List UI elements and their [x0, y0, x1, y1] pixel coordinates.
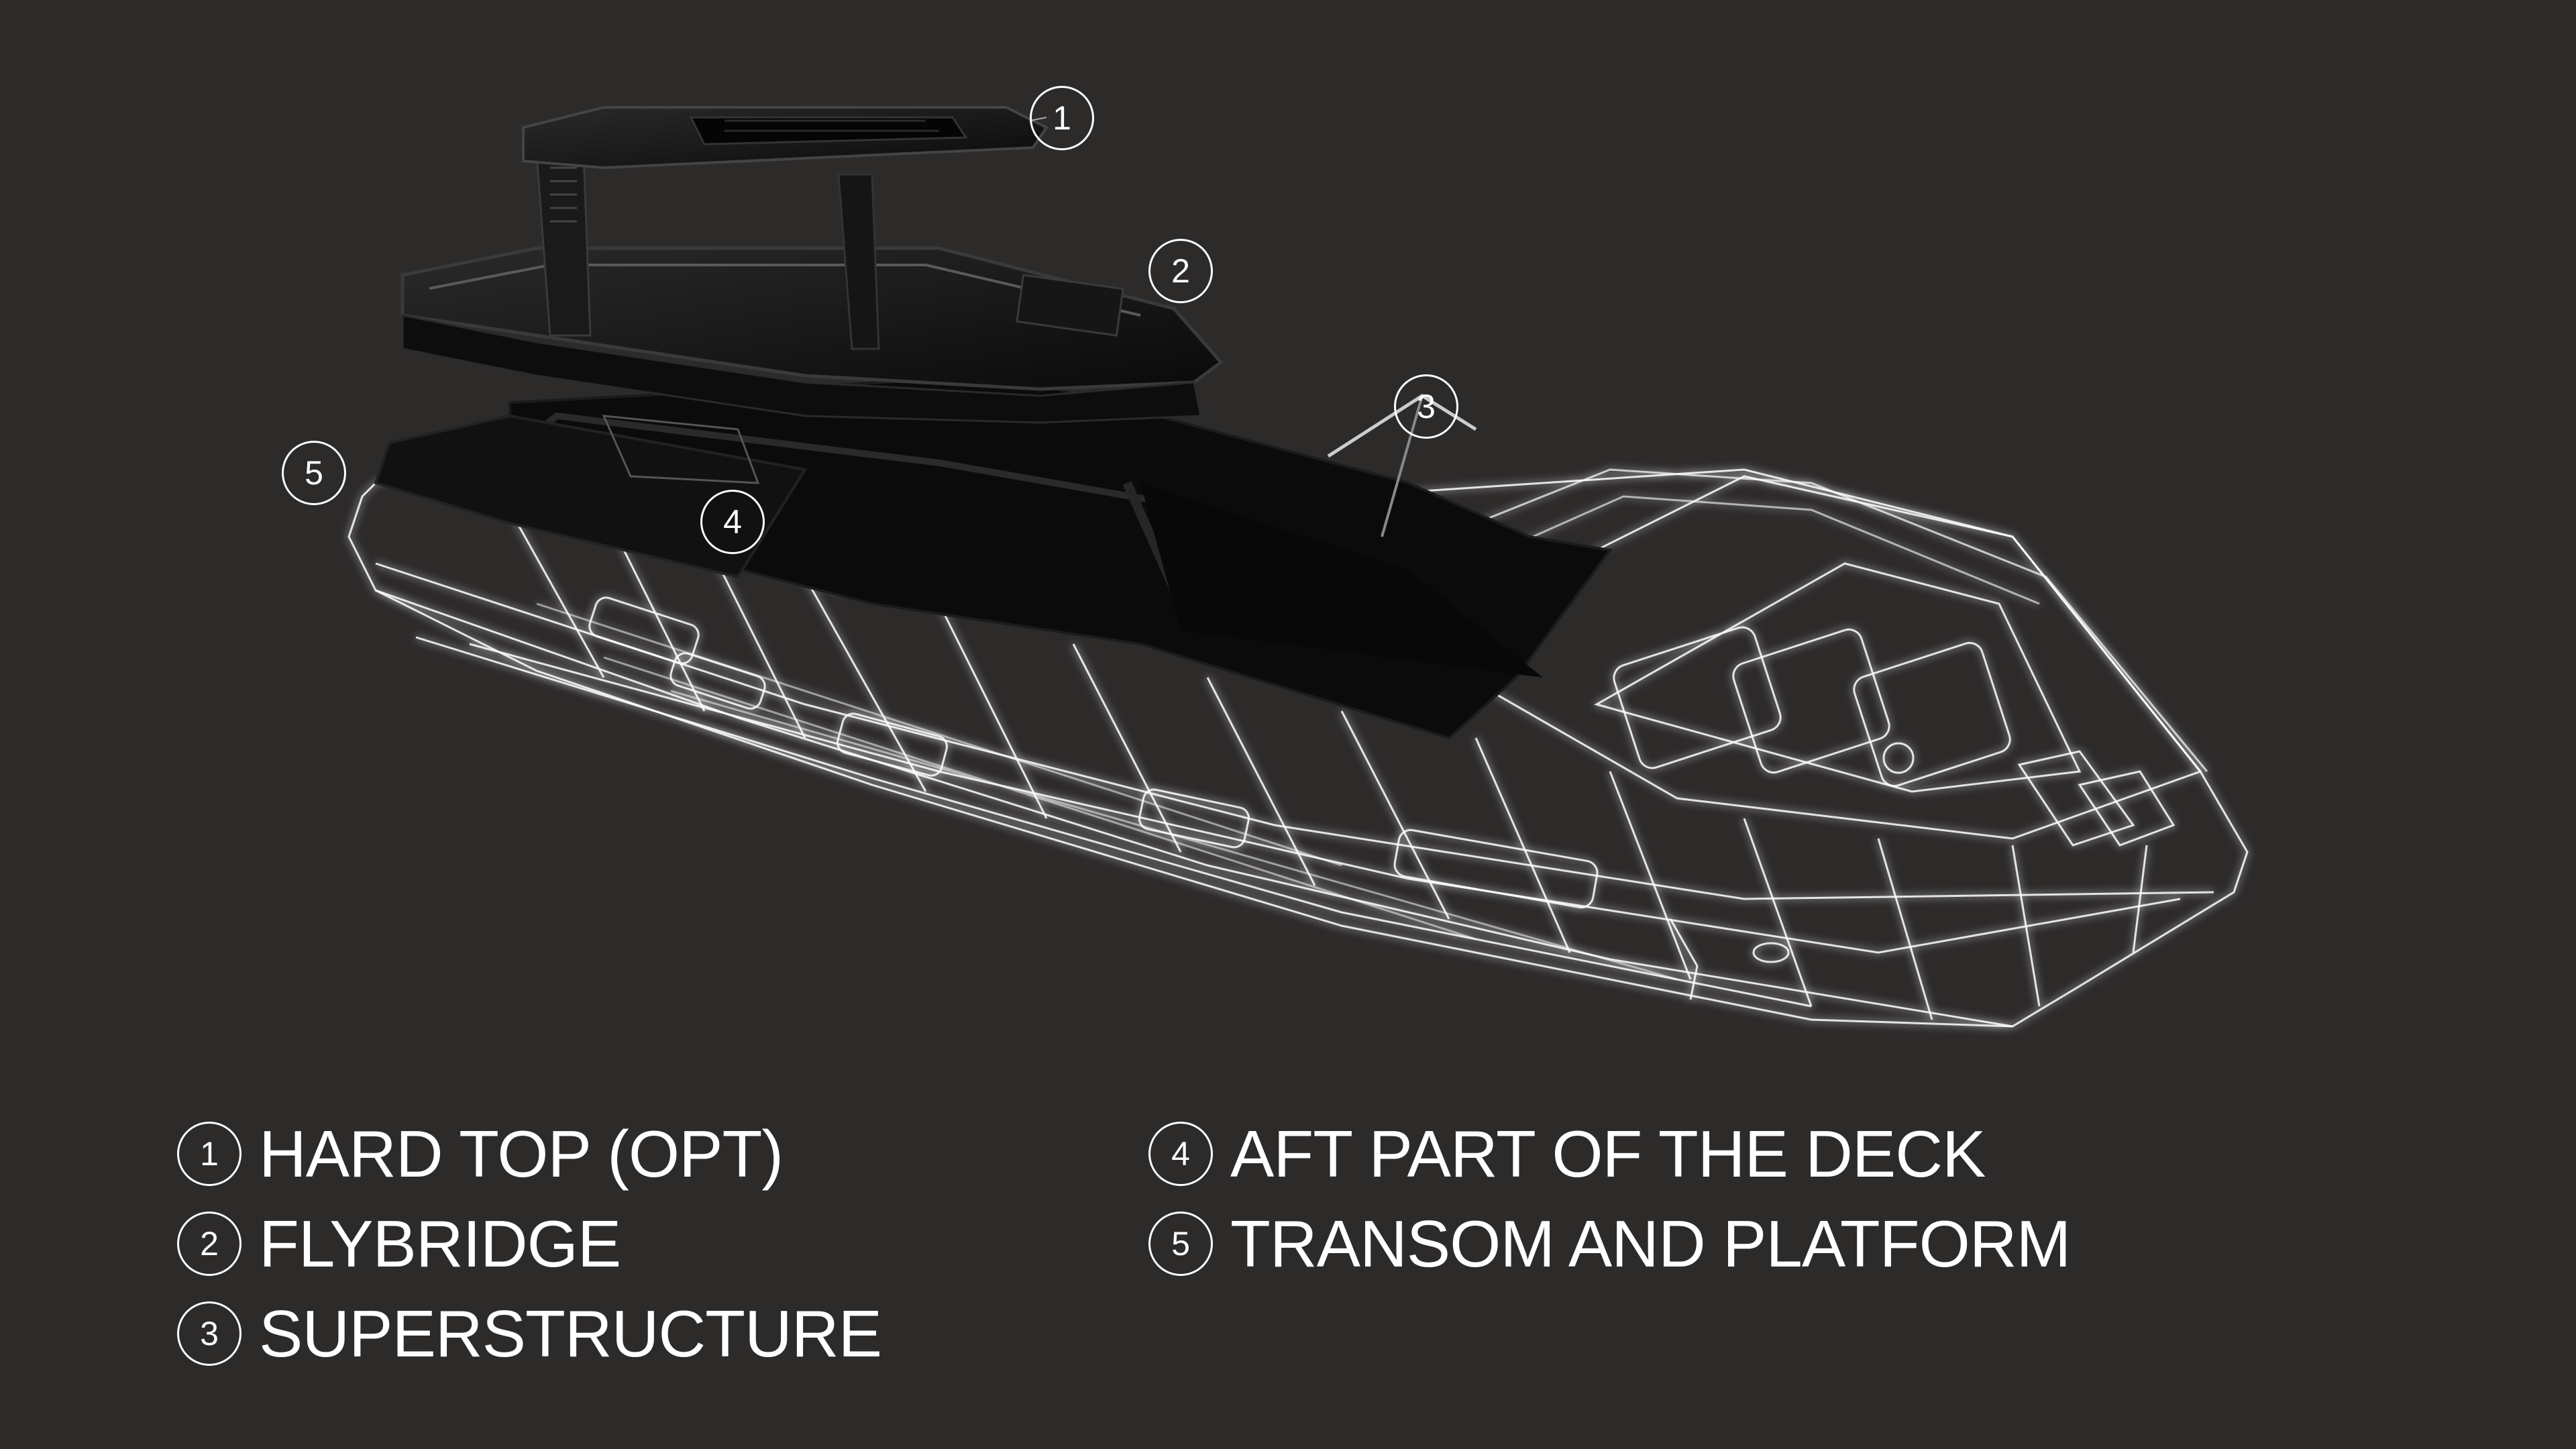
- legend-label: SUPERSTRUCTURE: [259, 1297, 882, 1371]
- callout-1-hard-top: 1: [1030, 86, 1094, 150]
- callout-4-aft-deck: 4: [700, 490, 765, 554]
- legend-number: 1: [177, 1122, 241, 1186]
- hard-top-solid: [522, 106, 1049, 170]
- callout-2-flybridge: 2: [1148, 239, 1213, 303]
- callout-5-transom: 5: [282, 441, 346, 505]
- flybridge-solid: [400, 153, 1224, 424]
- legend-label: HARD TOP (OPT): [259, 1117, 784, 1191]
- legend-number: 4: [1148, 1122, 1213, 1186]
- legend-column-left: 1 HARD TOP (OPT) 2 FLYBRIDGE 3 SUPERSTRU…: [177, 1117, 882, 1391]
- legend-label: TRANSOM AND PLATFORM: [1230, 1207, 2071, 1281]
- legend-item-hard-top: 1 HARD TOP (OPT): [177, 1117, 881, 1191]
- legend-item-flybridge: 2 FLYBRIDGE: [177, 1207, 881, 1281]
- legend-item-superstructure: 3 SUPERSTRUCTURE: [177, 1297, 882, 1371]
- legend-item-aft-deck: 4 AFT PART OF THE DECK: [1148, 1117, 2070, 1191]
- legend-label: AFT PART OF THE DECK: [1230, 1117, 1986, 1191]
- legend-item-transom: 5 TRANSOM AND PLATFORM: [1148, 1207, 2071, 1281]
- callout-3-superstructure: 3: [1394, 374, 1458, 439]
- legend-number: 3: [177, 1301, 241, 1366]
- superstructure-solid: [374, 374, 1613, 740]
- legend-number: 2: [177, 1212, 241, 1276]
- legend-column-right: 4 AFT PART OF THE DECK 5 TRANSOM AND PLA…: [1148, 1117, 2071, 1301]
- legend-number: 5: [1148, 1212, 1213, 1276]
- legend-label: FLYBRIDGE: [259, 1207, 621, 1281]
